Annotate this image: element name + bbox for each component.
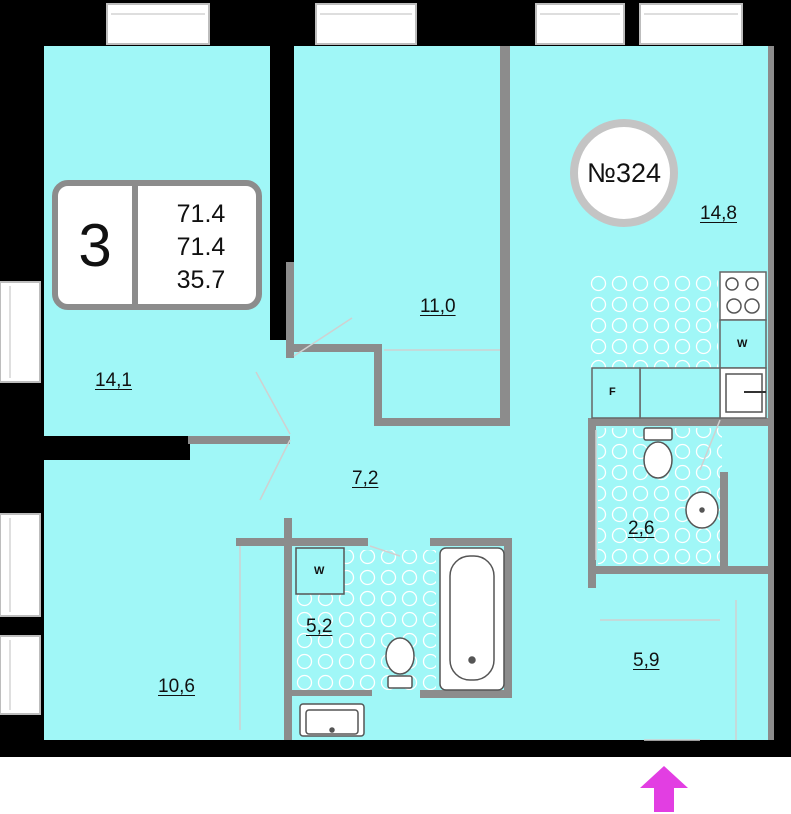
area-values: 71.4 71.4 35.7 <box>146 198 256 297</box>
apartment-number: №324 <box>570 119 678 227</box>
washer-bathroom-label: W <box>314 565 325 577</box>
room-area-bedroom-top-left: 14,1 <box>95 370 132 391</box>
room-floor-bedroom-bottom-left <box>44 460 292 740</box>
window-top-1 <box>106 3 210 45</box>
room-area-bathroom: 5,2 <box>306 616 333 637</box>
toilet-fixtures <box>643 427 719 529</box>
washer-bathroom-box <box>295 547 345 595</box>
total-area: 71.4 <box>176 200 226 228</box>
stove <box>719 271 767 321</box>
rooms-count: 3 <box>58 186 138 304</box>
total-area-2: 71.4 <box>176 233 226 261</box>
room-area-kitchen: 14,8 <box>700 203 737 224</box>
counter <box>639 367 721 419</box>
fridge-box <box>591 367 641 419</box>
washer-kitchen-box <box>719 319 767 369</box>
room-area-bedroom-bottom-left: 10,6 <box>158 676 195 697</box>
stove-burners <box>725 277 760 314</box>
washer-kitchen-label: W <box>737 338 748 350</box>
window-left-2 <box>0 513 41 617</box>
window-top-2 <box>315 3 417 45</box>
entrance-arrow <box>640 766 688 812</box>
window-left-1 <box>0 281 41 383</box>
windows <box>0 3 743 715</box>
fridge-label: F <box>609 386 616 398</box>
door-swings <box>239 317 737 741</box>
room-area-bedroom-top-middle: 11,0 <box>420 296 456 317</box>
bathroom-fixtures <box>295 547 505 737</box>
room-area-toilet: 2,6 <box>628 518 655 539</box>
room-floor-bedroom-top-middle <box>294 46 508 346</box>
window-top-4 <box>639 3 743 45</box>
interior-black-walls <box>44 46 294 460</box>
summary-badge: 3 71.4 71.4 35.7 <box>52 180 262 310</box>
partitions <box>188 46 774 740</box>
window-top-3 <box>535 3 625 45</box>
room-area-entrance-hall: 5,9 <box>633 650 660 671</box>
living-area: 35.7 <box>176 266 226 294</box>
window-left-3 <box>0 635 41 715</box>
kitchen-sink-basin <box>725 373 766 413</box>
room-area-hallway: 7,2 <box>352 468 379 489</box>
